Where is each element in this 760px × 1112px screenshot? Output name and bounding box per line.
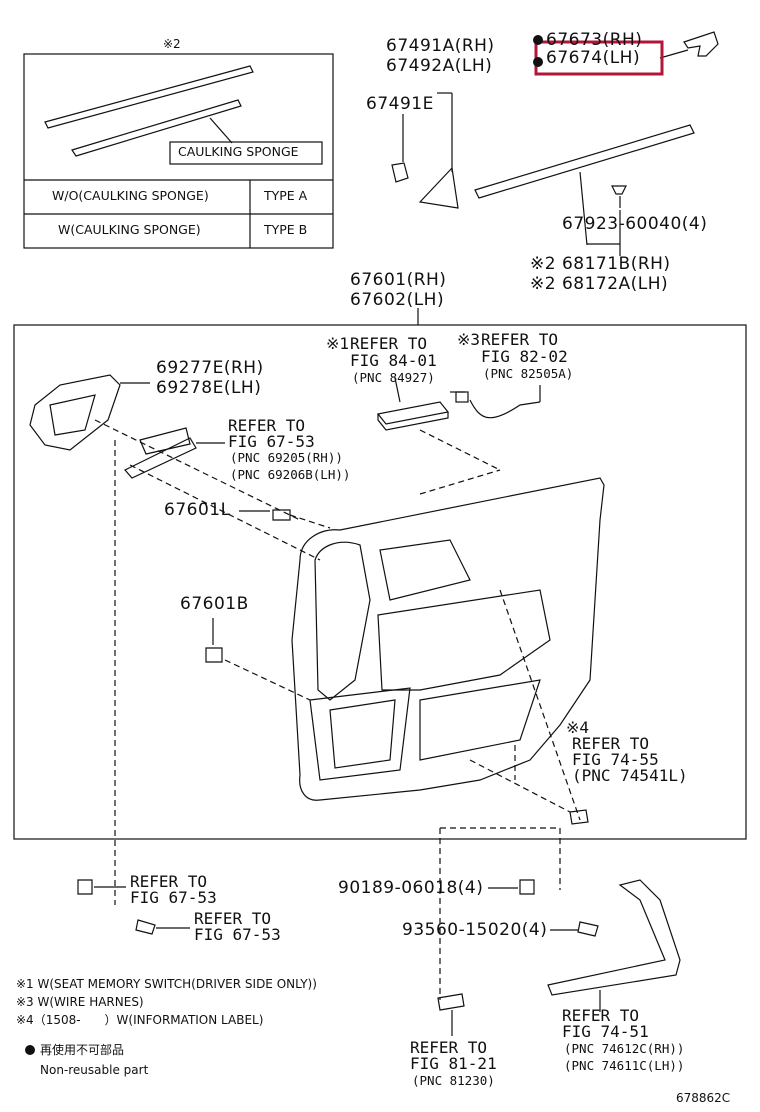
inset-box bbox=[23, 53, 334, 249]
inside-handle bbox=[124, 437, 197, 479]
footnote: 再使用不可部品 bbox=[40, 1043, 125, 1057]
ref-pnc: (PNC 74612C(RH)) bbox=[564, 1041, 685, 1056]
ref-fig: FIG 67-53 bbox=[228, 432, 315, 451]
part-67674: 67674(LH) bbox=[546, 48, 641, 68]
ref-pnc: (PNC 74611C(LH)) bbox=[564, 1058, 685, 1073]
ref-fig: FIG 84-01 bbox=[350, 351, 437, 370]
ref-mark: ※4 bbox=[566, 718, 590, 737]
belt-moulding bbox=[474, 124, 695, 199]
ref-pnc: (PNC 81230) bbox=[412, 1073, 495, 1088]
part-67601L: 67601L bbox=[164, 500, 231, 520]
ref-mark: ※3 bbox=[457, 330, 481, 349]
ref-fig: FIG 74-55 bbox=[572, 750, 659, 769]
caulking-strip-a bbox=[44, 65, 254, 129]
part-67601: 67601(RH) bbox=[350, 270, 447, 290]
inset-row-condition: W(CAULKING SPONGE) bbox=[58, 222, 201, 237]
ref-line: REFER TO bbox=[572, 734, 650, 753]
caulking-strip-b bbox=[71, 99, 242, 157]
inset-mark: ※2 bbox=[163, 37, 181, 51]
handle-bracket bbox=[29, 374, 121, 451]
inset-row-condition: W/O(CAULKING SPONGE) bbox=[52, 188, 209, 203]
ref-line: REFER TO bbox=[481, 330, 559, 349]
door-panel-box bbox=[13, 324, 747, 840]
switch-assembly bbox=[376, 401, 450, 425]
part-93560: 93560-15020(4) bbox=[402, 920, 548, 940]
inset-row-type: TYPE A bbox=[264, 188, 308, 203]
ref-line: REFER TO bbox=[228, 416, 306, 435]
ref-fig: FIG 67-53 bbox=[130, 888, 217, 907]
ref-line: REFER TO bbox=[194, 909, 272, 928]
part-67491A: 67491A(RH) bbox=[386, 36, 495, 56]
footnote: ※4（1508- ）W(INFORMATION LABEL) bbox=[16, 1013, 264, 1027]
ref-fig: FIG 82-02 bbox=[481, 347, 568, 366]
diagram-id: 678862C bbox=[676, 1091, 731, 1105]
part-69278E: 69278E(LH) bbox=[156, 378, 262, 398]
door-trim-panel bbox=[291, 477, 605, 801]
ref-pnc: (PNC 74541L) bbox=[572, 766, 688, 785]
ref-fig: FIG 67-53 bbox=[194, 925, 281, 944]
footnote: Non-reusable part bbox=[40, 1063, 149, 1077]
part-68171B: ※2 68171B(RH) bbox=[530, 254, 671, 274]
ref-line: REFER TO bbox=[130, 872, 208, 891]
ref-pnc: (PNC 69206B(LH)) bbox=[230, 467, 351, 482]
ref-line: REFER TO bbox=[410, 1038, 488, 1057]
part-68172A: ※2 68172A(LH) bbox=[530, 274, 669, 294]
part-67491E: 67491E bbox=[366, 94, 434, 114]
ref-fig: FIG 81-21 bbox=[410, 1054, 497, 1073]
armrest-trim bbox=[547, 879, 681, 996]
part-69277E: 69277E(RH) bbox=[156, 358, 264, 378]
footnote: ※3 W(WIRE HARNES) bbox=[16, 995, 144, 1009]
footnote: ※1 W(SEAT MEMORY SWITCH(DRIVER SIDE ONLY… bbox=[16, 977, 317, 991]
part-67601B: 67601B bbox=[180, 594, 249, 614]
ref-pnc: (PNC 69205(RH)) bbox=[230, 450, 343, 465]
part-67673: 67673(RH) bbox=[546, 30, 643, 50]
part-67923: 67923-60040(4) bbox=[562, 214, 708, 234]
part-67492A: 67492A(LH) bbox=[386, 56, 493, 76]
ref-line: REFER TO bbox=[562, 1006, 640, 1025]
ref-line: REFER TO bbox=[350, 334, 428, 353]
part-67602: 67602(LH) bbox=[350, 290, 445, 310]
ref-pnc: (PNC 84927) bbox=[352, 370, 435, 385]
part-90189: 90189-06018(4) bbox=[338, 878, 484, 898]
ref-pnc: (PNC 82505A) bbox=[483, 366, 574, 381]
ref-mark: ※1 bbox=[326, 334, 350, 353]
caulking-sponge-label: CAULKING SPONGE bbox=[178, 144, 299, 159]
inset-row-type: TYPE B bbox=[264, 222, 308, 237]
ref-fig: FIG 74-51 bbox=[562, 1022, 649, 1041]
